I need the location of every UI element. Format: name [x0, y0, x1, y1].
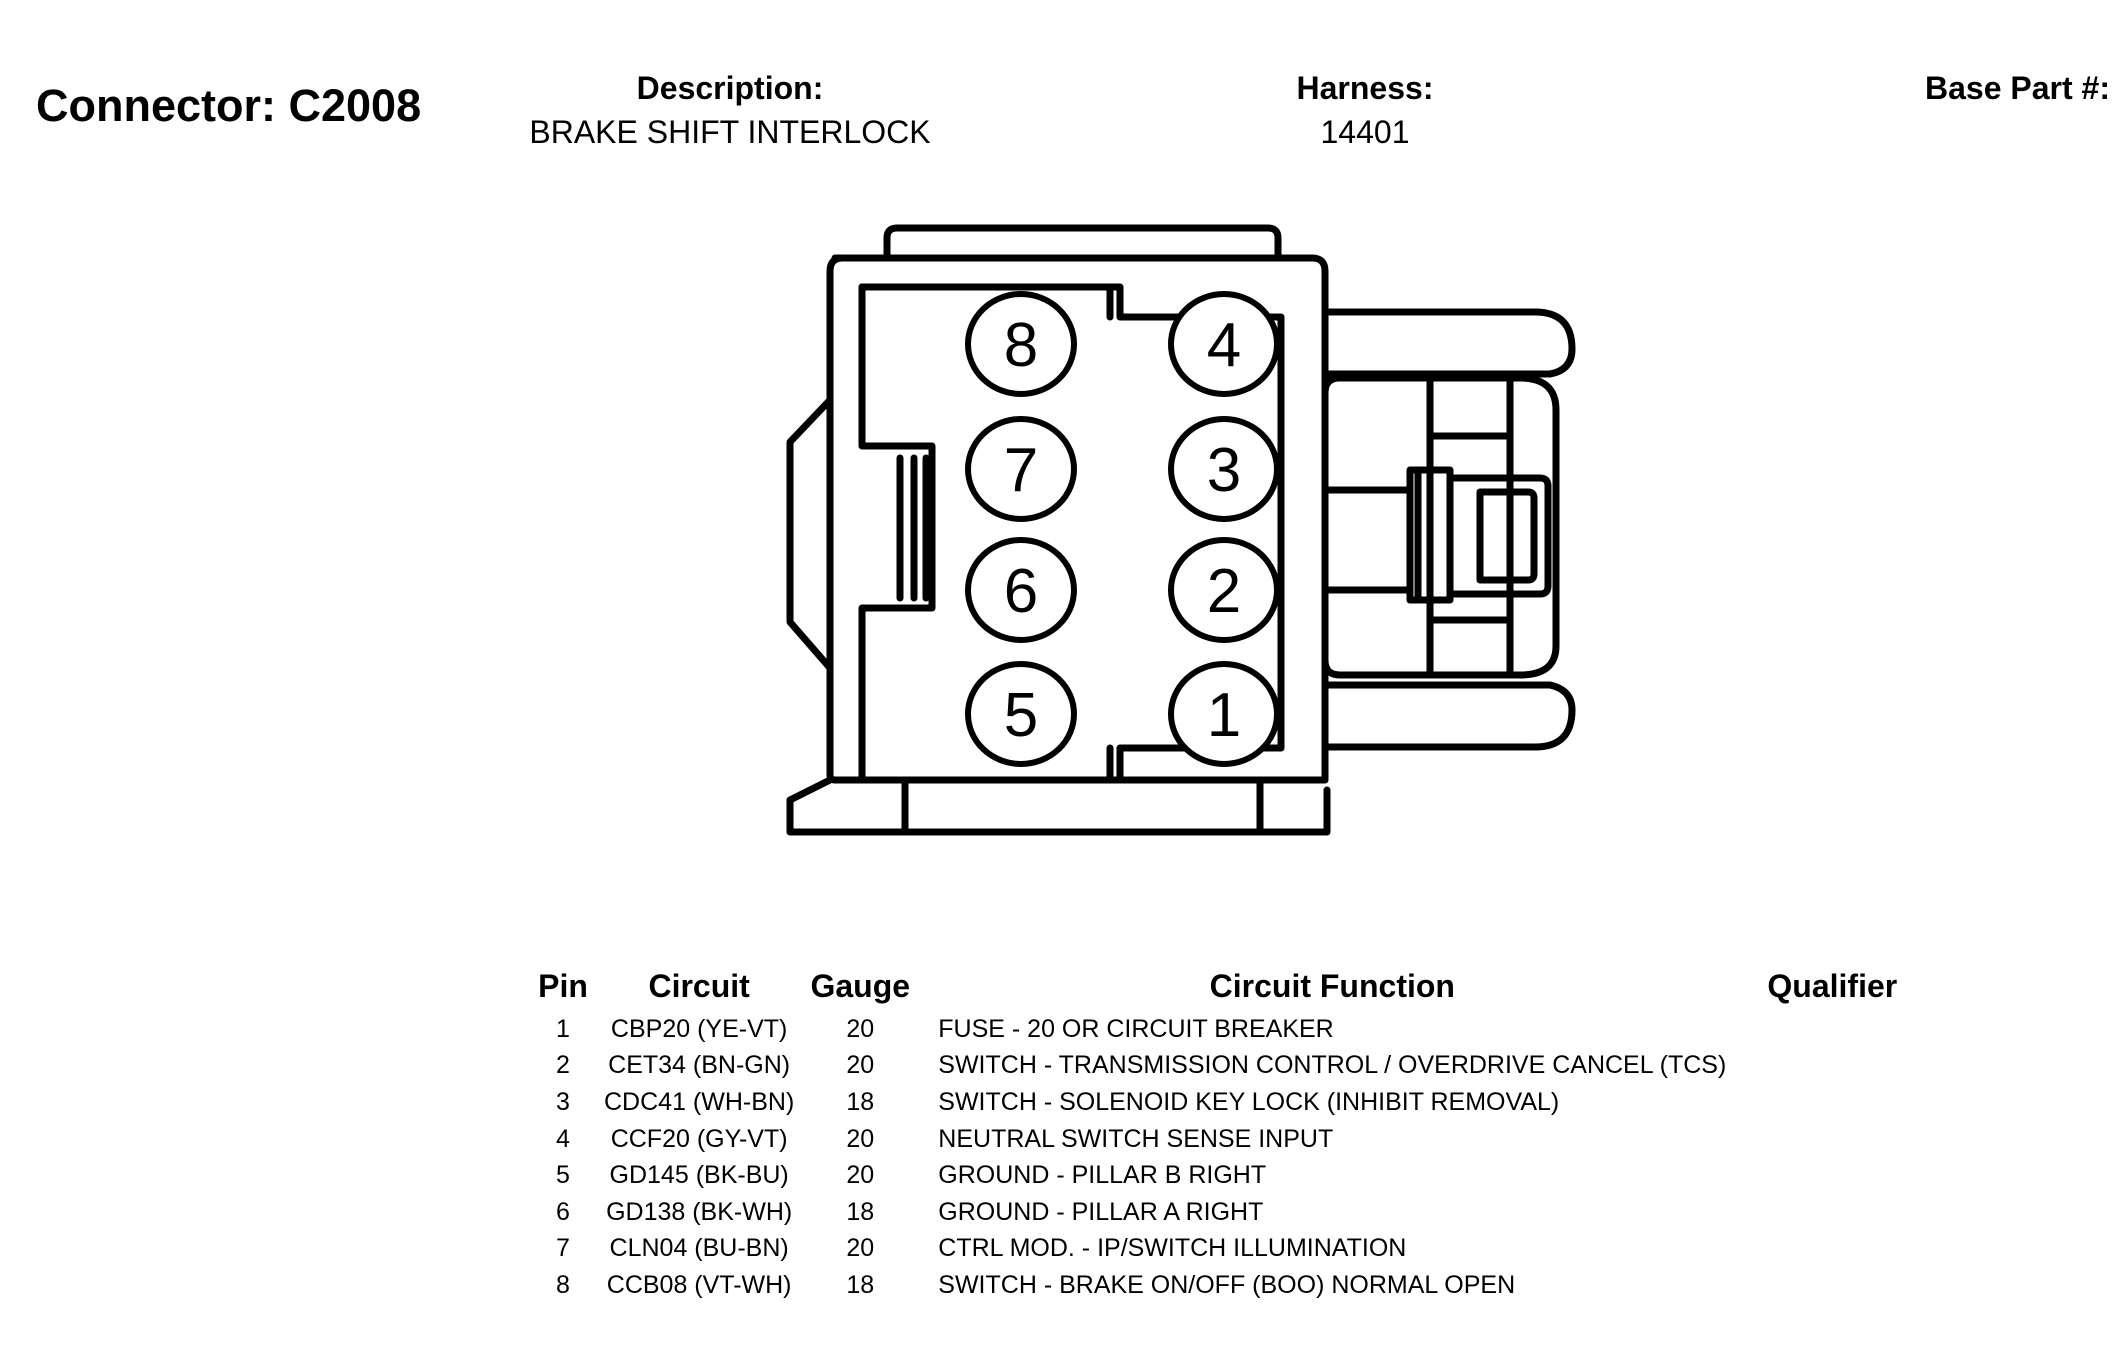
gauge-cell: 18	[846, 1197, 875, 1226]
circuit-function-cell: SWITCH - SOLENOID KEY LOCK (INHIBIT REMO…	[938, 1087, 1560, 1116]
qualifier-cell	[1734, 1121, 1930, 1158]
table-row: 2 CET34 (BN-GN) 20 SWITCH - TRANSMISSION…	[530, 1048, 1930, 1085]
circuit-function-cell: NEUTRAL SWITCH SENSE INPUT	[938, 1124, 1334, 1153]
circuit-cell: CET34 (BN-GN)	[608, 1051, 791, 1080]
pin-cell: 1	[556, 1014, 570, 1043]
pin-number-2: 2	[1207, 557, 1241, 626]
column-header-gauge: Gauge	[810, 967, 911, 1004]
circuit-cell: CDC41 (WH-BN)	[604, 1087, 795, 1116]
qualifier-cell	[1734, 1084, 1930, 1121]
pin-number-5: 5	[1004, 681, 1038, 750]
table-row: 3 CDC41 (WH-BN) 18 SWITCH - SOLENOID KEY…	[530, 1084, 1930, 1121]
circuit-function-cell: GROUND - PILLAR A RIGHT	[938, 1197, 1264, 1226]
table-row: 6 GD138 (BK-WH) 18 GROUND - PILLAR A RIG…	[530, 1194, 1930, 1231]
pin-number-4: 4	[1207, 311, 1241, 380]
pin-cell: 4	[556, 1124, 570, 1153]
table-row: 8 CCB08 (VT-WH) 18 SWITCH - BRAKE ON/OFF…	[530, 1267, 1930, 1304]
gauge-cell: 18	[846, 1270, 875, 1299]
qualifier-cell	[1734, 1194, 1930, 1231]
circuit-function-cell: GROUND - PILLAR B RIGHT	[938, 1161, 1267, 1190]
pin-cavity-1	[1168, 661, 1280, 767]
base-part-label: Base Part #:	[1925, 70, 2110, 106]
pin-number-7: 7	[1004, 436, 1038, 505]
pin-number-6: 6	[1004, 557, 1038, 626]
circuit-cell: GD145 (BK-BU)	[609, 1161, 789, 1190]
table-row: 5 GD145 (BK-BU) 20 GROUND - PILLAR B RIG…	[530, 1157, 1930, 1194]
pin-cavity-2	[1168, 537, 1280, 643]
pin-cell: 5	[556, 1161, 570, 1190]
table-row: 1 CBP20 (YE-VT) 20 FUSE - 20 OR CIRCUIT …	[530, 1011, 1930, 1048]
pin-cavity-8	[965, 291, 1077, 397]
gauge-cell: 20	[846, 1124, 875, 1153]
circuit-function-cell: FUSE - 20 OR CIRCUIT BREAKER	[938, 1014, 1334, 1043]
column-header-circuit-function: Circuit Function	[1209, 967, 1455, 1004]
pin-cavity-3	[1168, 416, 1280, 522]
pin-cavity-6	[965, 537, 1077, 643]
pin-number-1: 1	[1207, 681, 1241, 750]
qualifier-cell	[1734, 1048, 1930, 1085]
pin-cavities: 8 4 7 3 6 2 5 1	[965, 291, 1280, 767]
circuit-function-cell: CTRL MOD. - IP/SWITCH ILLUMINATION	[938, 1234, 1407, 1263]
pin-cavity-4	[1168, 291, 1280, 397]
qualifier-cell	[1734, 1157, 1930, 1194]
qualifier-cell	[1734, 1267, 1930, 1304]
table-header-row: Pin Circuit Gauge Circuit Function Quali…	[530, 965, 1930, 1011]
gauge-cell: 20	[846, 1234, 875, 1263]
pin-cavity-5	[965, 661, 1077, 767]
harness-label: Harness:	[1296, 70, 1434, 106]
pin-cell: 7	[556, 1234, 570, 1263]
circuit-cell: GD138 (BK-WH)	[606, 1197, 793, 1226]
pin-cell: 6	[556, 1197, 570, 1226]
pin-cavity-7	[965, 416, 1077, 522]
gauge-cell: 20	[846, 1161, 875, 1190]
circuit-function-cell: SWITCH - BRAKE ON/OFF (BOO) NORMAL OPEN	[938, 1270, 1516, 1299]
connector-title: Connector: C2008	[36, 80, 422, 131]
table-row: 7 CLN04 (BU-BN) 20 CTRL MOD. - IP/SWITCH…	[530, 1231, 1930, 1268]
circuit-cell: CCF20 (GY-VT)	[610, 1124, 788, 1153]
circuit-cell: CCB08 (VT-WH)	[606, 1270, 792, 1299]
pinout-table: Pin Circuit Gauge Circuit Function Quali…	[530, 965, 1930, 1304]
pin-number-8: 8	[1004, 311, 1038, 380]
qualifier-cell	[1734, 1231, 1930, 1268]
pin-number-3: 3	[1207, 436, 1241, 505]
qualifier-cell	[1734, 1011, 1930, 1048]
pin-cell: 8	[556, 1270, 570, 1299]
harness-value: 14401	[1320, 114, 1410, 150]
pin-cell: 3	[556, 1087, 570, 1116]
gauge-cell: 18	[846, 1087, 875, 1116]
gauge-cell: 20	[846, 1051, 875, 1080]
connector-outline	[786, 224, 1576, 836]
description-label: Description:	[636, 70, 824, 106]
circuit-cell: CLN04 (BU-BN)	[609, 1234, 789, 1263]
description-value: BRAKE SHIFT INTERLOCK	[529, 114, 931, 150]
gauge-cell: 20	[846, 1014, 875, 1043]
pin-cell: 2	[556, 1051, 570, 1080]
column-header-pin: Pin	[538, 967, 588, 1004]
circuit-cell: CBP20 (YE-VT)	[610, 1014, 788, 1043]
column-header-circuit: Circuit	[648, 967, 750, 1004]
table-row: 4 CCF20 (GY-VT) 20 NEUTRAL SWITCH SENSE …	[530, 1121, 1930, 1158]
circuit-function-cell: SWITCH - TRANSMISSION CONTROL / OVERDRIV…	[938, 1051, 1727, 1080]
column-header-qualifier: Qualifier	[1767, 967, 1898, 1004]
